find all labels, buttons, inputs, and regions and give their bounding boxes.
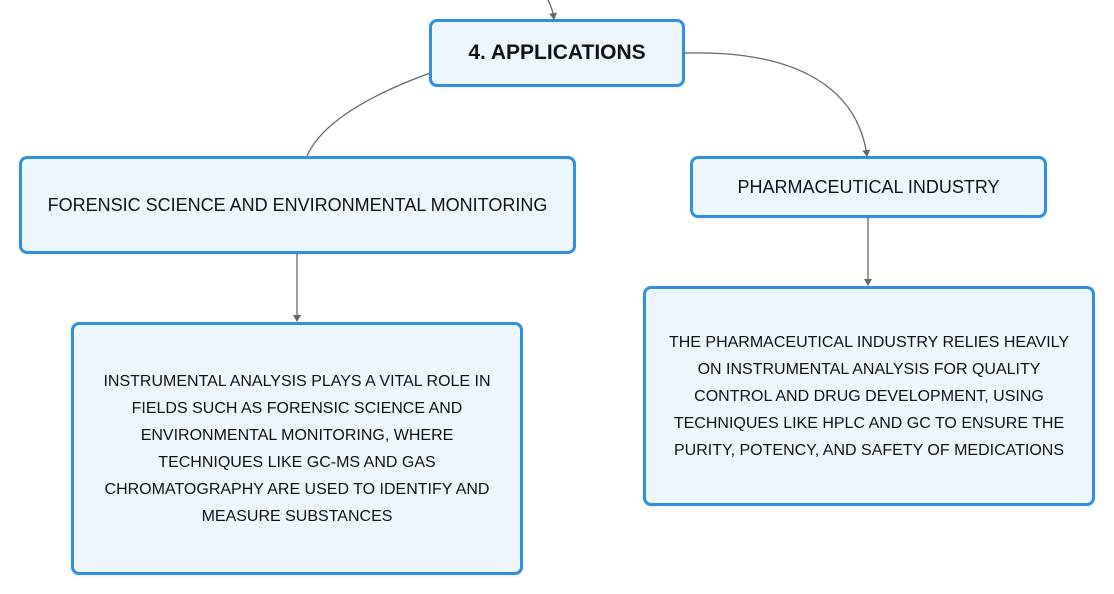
pharma-detail-node[interactable]: THE PHARMACEUTICAL INDUSTRY RELIES HEAVI… bbox=[643, 286, 1095, 506]
forensic-topic-node[interactable]: FORENSIC SCIENCE AND ENVIRONMENTAL MONIT… bbox=[19, 156, 576, 254]
pharma-detail-text: THE PHARMACEUTICAL INDUSTRY RELIES HEAVI… bbox=[668, 333, 1070, 459]
incoming-connector bbox=[547, 0, 557, 20]
connector-root-to-pharma bbox=[684, 52, 871, 157]
root-topic-label: 4. APPLICATIONS bbox=[468, 41, 646, 64]
connector-root-to-forensic bbox=[306, 72, 431, 157]
forensic-detail-node[interactable]: INSTRUMENTAL ANALYSIS PLAYS A VITAL ROLE… bbox=[71, 322, 523, 575]
forensic-topic-label: FORENSIC SCIENCE AND ENVIRONMENTAL MONIT… bbox=[47, 194, 548, 215]
root-topic-node[interactable]: 4. APPLICATIONS bbox=[429, 19, 685, 87]
pharma-topic-node[interactable]: PHARMACEUTICAL INDUSTRY bbox=[690, 156, 1047, 218]
pharma-topic-label: PHARMACEUTICAL INDUSTRY bbox=[737, 176, 1000, 197]
forensic-detail-text: INSTRUMENTAL ANALYSIS PLAYS A VITAL ROLE… bbox=[103, 372, 491, 525]
